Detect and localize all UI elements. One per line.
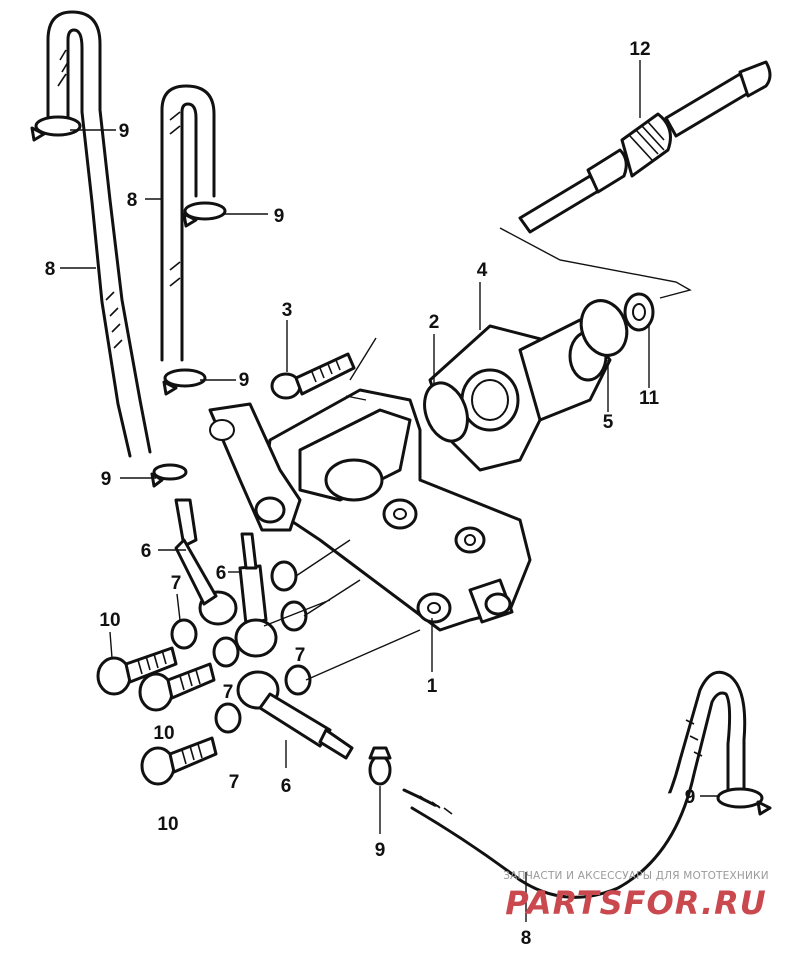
callout-labels: 12 9 9 8 8 9 9 3 4 2 5 11 6 6 7 7 7 7 10… — [45, 39, 696, 949]
callout-3: 3 — [282, 300, 293, 321]
bolt-10-bottom — [140, 736, 218, 786]
hose-8-left — [46, 10, 152, 458]
callout-8-a: 8 — [127, 190, 138, 211]
clamp-9-top-center — [182, 201, 227, 228]
alignment-line-shaft — [499, 227, 692, 299]
washer-11-hole — [632, 303, 646, 321]
alignment-lines-banjo — [263, 539, 421, 681]
drive-shaft-12 — [518, 60, 772, 234]
cover-plate-4 — [428, 318, 612, 472]
callout-9-f: 9 — [685, 787, 696, 808]
callout-12: 12 — [629, 39, 650, 60]
callout-5: 5 — [603, 412, 614, 433]
callout-8-b: 8 — [45, 259, 56, 280]
callout-2: 2 — [429, 312, 440, 333]
clamp-9-lower-left — [150, 463, 188, 488]
callout-8-c: 8 — [521, 928, 532, 949]
callout-4: 4 — [477, 260, 488, 281]
callout-10-b: 10 — [153, 723, 174, 744]
callout-9-d: 9 — [101, 469, 112, 490]
watermark-tagline: ЗАПЧАСТИ И АКСЕССУАРЫ ДЛЯ МОТОТЕХНИКИ — [503, 870, 769, 882]
o-ring-2 — [423, 381, 469, 443]
clamp-9-middle — [162, 368, 207, 396]
clamp-9-bottom-right — [716, 787, 772, 816]
watermark-logo: PARTSFOR.RU — [505, 884, 766, 922]
banjo-fitting-6-upper — [174, 498, 238, 626]
oil-pump-body-1 — [208, 388, 532, 632]
callout-9-b: 9 — [274, 206, 285, 227]
watermark: ЗАПЧАСТИ И АКСЕССУАРЫ ДЛЯ МОТОТЕХНИКИ PA… — [503, 870, 769, 922]
callout-10-c: 10 — [157, 814, 178, 835]
bolt-10-middle — [138, 662, 216, 712]
callout-11: 11 — [639, 388, 660, 409]
washers-7 — [170, 560, 312, 734]
callout-7-c: 7 — [223, 682, 234, 703]
callout-10-a: 10 — [99, 610, 120, 631]
callout-6-a: 6 — [141, 541, 152, 562]
leader-lines — [60, 60, 720, 922]
bolt-3 — [270, 352, 356, 400]
banjo-fitting-6-lower — [236, 670, 354, 760]
o-ring-5 — [579, 299, 629, 357]
hose-8-bottom — [402, 670, 747, 899]
callout-9-e: 9 — [375, 840, 386, 861]
alignment-line-bolt — [345, 337, 377, 401]
callout-7-d: 7 — [229, 772, 240, 793]
callout-9-c: 9 — [239, 370, 250, 391]
clamp-9-top-left — [30, 115, 82, 142]
bolt-10-top — [96, 646, 178, 696]
callout-6-c: 6 — [281, 776, 292, 797]
clamp-9-bottom-center — [368, 746, 392, 786]
callout-6-b: 6 — [216, 563, 227, 584]
banjo-fitting-6-middle — [234, 532, 278, 658]
callout-1: 1 — [427, 676, 438, 697]
callout-7-a: 7 — [171, 573, 182, 594]
callout-7-b: 7 — [295, 645, 306, 666]
callout-9-a: 9 — [119, 121, 130, 142]
